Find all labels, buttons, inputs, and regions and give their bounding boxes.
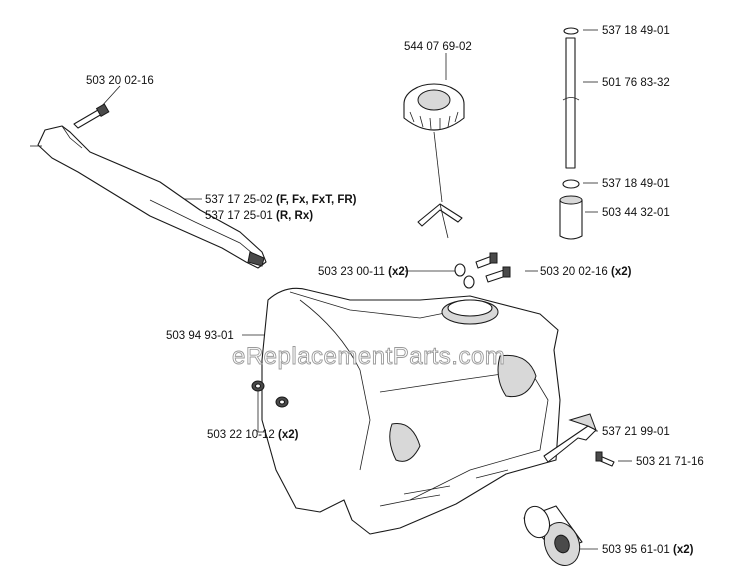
nuts-part	[251, 380, 289, 408]
damper-part	[523, 505, 583, 566]
label-bolt-top: 503 20 02-16	[86, 75, 154, 87]
label-bolt-pair: 503 20 02-16 (x2)	[540, 266, 632, 278]
handle-guard-part	[30, 125, 267, 269]
fuel-line-part	[559, 27, 583, 240]
label-oring-top: 537 18 49-01	[602, 25, 670, 37]
label-oring-bottom: 537 18 49-01	[602, 178, 670, 190]
label-washer-pair: 503 23 00-11 (x2)	[318, 266, 409, 278]
label-damper-qty: (x2)	[673, 544, 694, 556]
label-guard-a-models: (F, Fx, FxT, FR)	[276, 194, 357, 206]
label-damper: 503 95 61-01 (x2)	[602, 544, 694, 556]
label-tank-housing: 503 94 93-01	[166, 330, 234, 342]
label-guard-b-part: 537 17 25-01	[205, 210, 273, 222]
label-guard-b-models: (R, Rx)	[276, 210, 313, 222]
label-bolt-pair-part: 503 20 02-16	[540, 266, 608, 278]
label-fuel-filter: 503 44 32-01	[602, 207, 670, 219]
label-bolt-pair-qty: (x2)	[611, 266, 632, 278]
label-nut-pair-qty: (x2)	[278, 429, 299, 441]
fuel-cap-part	[403, 83, 465, 239]
label-guard-a-part: 537 17 25-02	[205, 194, 273, 206]
label-nut-pair: 503 22 10-12 (x2)	[207, 429, 299, 441]
label-washer-pair-part: 503 23 00-11	[318, 266, 385, 278]
label-clip: 537 21 99-01	[602, 426, 670, 438]
label-nut-pair-part: 503 22 10-12	[207, 429, 275, 441]
screw-part	[595, 451, 615, 467]
label-damper-part: 503 95 61-01	[602, 544, 670, 556]
label-fuel-cap: 544 07 69-02	[404, 41, 472, 53]
label-guard-a: 537 17 25-02 (F, Fx, FxT, FR)	[205, 194, 357, 206]
label-fuel-tube: 501 76 83-32	[602, 77, 670, 89]
label-screw: 503 21 71-16	[636, 456, 704, 468]
washers-bolts-part	[454, 252, 511, 289]
clip-part	[543, 413, 597, 463]
label-washer-pair-qty: (x2)	[388, 266, 409, 278]
watermark: eReplacementParts.com	[232, 343, 505, 370]
bolt-top-part	[73, 103, 110, 129]
label-guard-b: 537 17 25-01 (R, Rx)	[205, 210, 313, 222]
tank-housing-part	[261, 287, 561, 535]
